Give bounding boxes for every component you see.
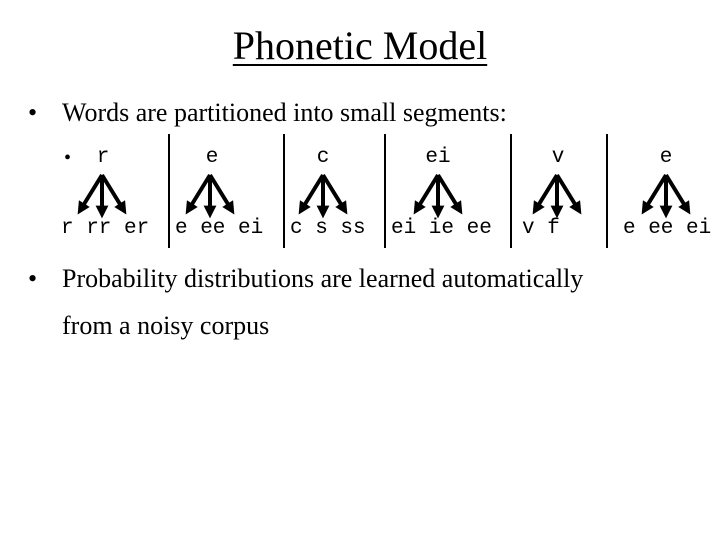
segment-source-ei: ei bbox=[425, 146, 451, 169]
segment-source-r: r bbox=[96, 146, 110, 169]
segment-divider bbox=[168, 134, 170, 248]
segment-divider bbox=[510, 134, 512, 248]
segment-targets-v: v f bbox=[522, 217, 560, 240]
segment-divider bbox=[606, 134, 608, 248]
segment-targets-ei: ei ie ee bbox=[391, 217, 492, 240]
sub-bullet-marker: • bbox=[64, 147, 72, 169]
segment-targets-c: c s ss bbox=[290, 217, 366, 240]
segment-source-e: e bbox=[205, 146, 219, 169]
segment-source-e2: e bbox=[659, 146, 673, 169]
bullet-text-2-line1: Probability distributions are learned au… bbox=[62, 264, 584, 293]
segment-divider bbox=[283, 134, 285, 248]
bullet-marker-2: • bbox=[28, 264, 38, 293]
segment-divider bbox=[384, 134, 386, 248]
segment-targets-r: r rr er bbox=[61, 217, 150, 240]
bullet-text-1: Words are partitioned into small segment… bbox=[62, 98, 507, 127]
segment-source-c: c bbox=[316, 146, 330, 169]
segment-targets-e2: e ee ei bbox=[623, 217, 712, 240]
segment-targets-e: e ee ei bbox=[175, 217, 264, 240]
slide-title-text: Phonetic Model bbox=[232, 23, 488, 68]
bullet-marker-1: • bbox=[28, 98, 38, 127]
bullet-text-2-line2: from a noisy corpus bbox=[62, 311, 270, 340]
slide-title: Phonetic Model bbox=[0, 22, 720, 70]
segment-source-v: v bbox=[551, 146, 565, 169]
